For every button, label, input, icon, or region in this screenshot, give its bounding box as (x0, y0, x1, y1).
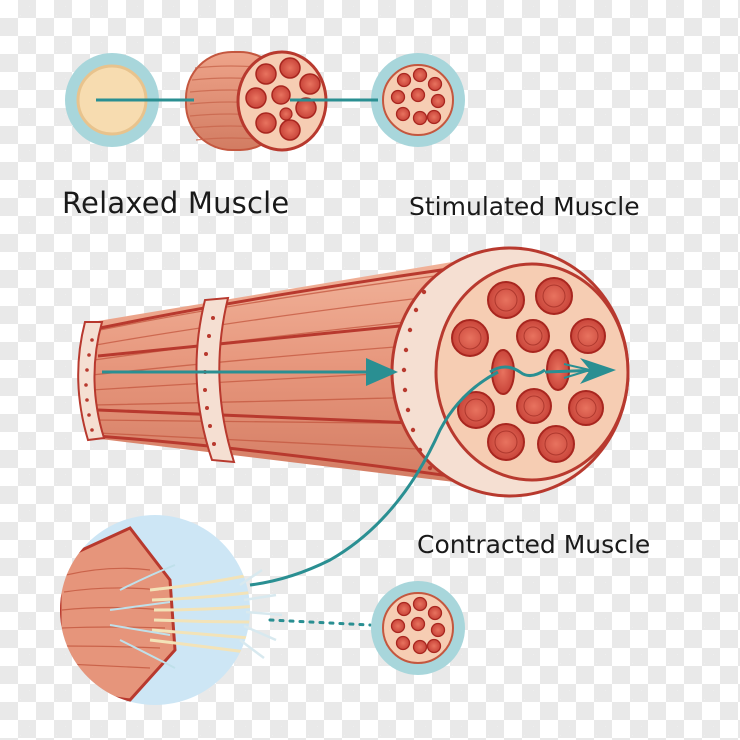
relaxed-muscle-label: Relaxed Muscle (62, 186, 290, 220)
tendon-fibers (149, 573, 250, 654)
contracted-cross-section-icon (371, 581, 465, 675)
fascicle-texture (458, 284, 599, 456)
tendon-inset (60, 515, 283, 705)
nerve-connector-line (249, 370, 499, 587)
sheath-band-middle (195, 296, 236, 464)
contracted-muscle-label: Contracted Muscle (417, 530, 651, 559)
stimulated-muscle-label: Stimulated Muscle (409, 192, 640, 221)
dotted-connector-line (268, 618, 372, 627)
signal-arrow (102, 358, 616, 386)
main-cross-section (390, 246, 630, 498)
small-muscle-segment-icon (185, 50, 328, 152)
muscle-fiber-cylinder (77, 246, 630, 498)
sheath-band-left (77, 321, 106, 442)
stimulated-cross-section-icon (371, 53, 465, 147)
